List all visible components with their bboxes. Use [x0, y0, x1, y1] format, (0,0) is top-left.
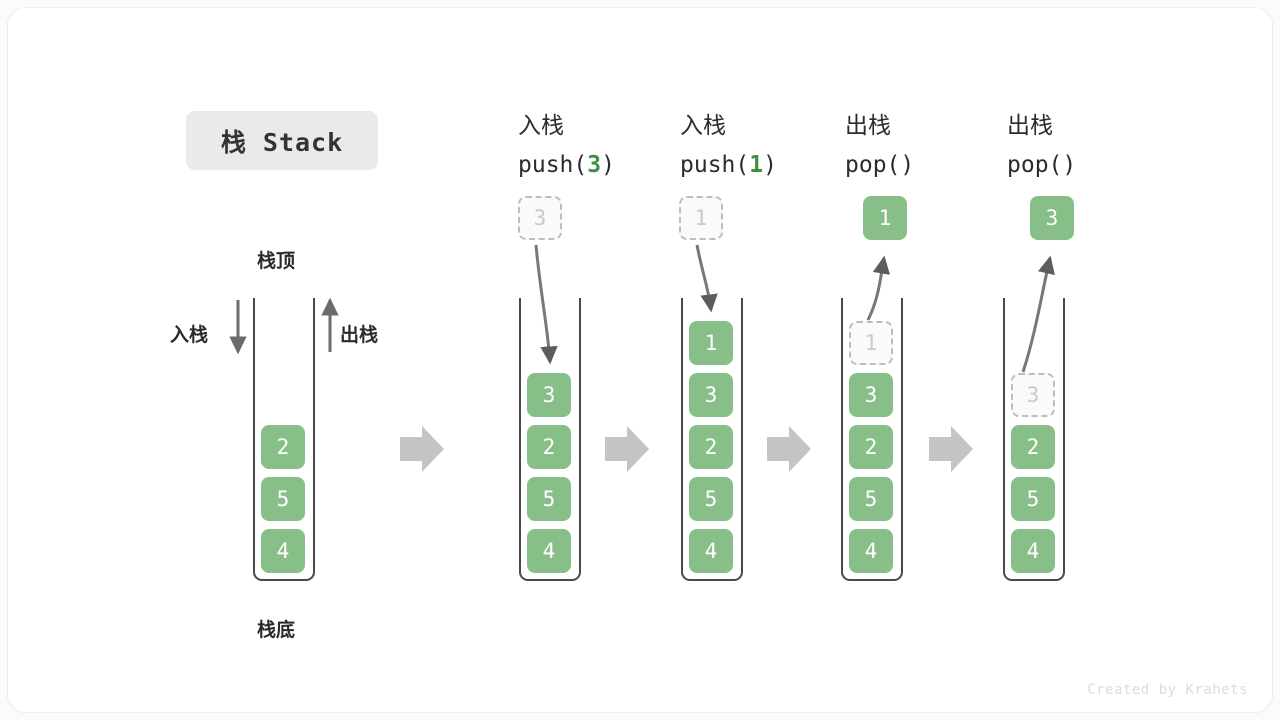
op-heading-cn: 入栈: [518, 112, 564, 138]
op-heading-push-3: 入栈 push(3): [518, 105, 615, 185]
op-heading-arg: 3: [587, 152, 602, 178]
op-heading-arg: 1: [749, 152, 764, 178]
op-heading-cn: 入栈: [680, 112, 726, 138]
op-heading-code: pop(): [1007, 152, 1077, 178]
stack-initial-cell-2: 4: [261, 529, 305, 573]
stack-pop-1: [841, 298, 903, 581]
op-heading-pop-3: 出栈 pop(): [1007, 105, 1076, 185]
stack-pop-1-cell-3: 5: [849, 477, 893, 521]
stack-push-3-cell-2: 5: [527, 477, 571, 521]
stack-pop-3-cell-2: 5: [1011, 477, 1055, 521]
label-stack-bottom: 栈底: [257, 620, 296, 641]
stack-pop-3: [1003, 298, 1065, 581]
op-heading-code: pop(): [845, 152, 915, 178]
title-badge: 栈 Stack: [186, 111, 378, 170]
op-heading-code: push(1): [680, 152, 777, 178]
label-pop-side: 出栈: [340, 325, 379, 346]
stack-pop-3-cell-0: 3: [1011, 373, 1055, 417]
stack-push-1-cell-3: 5: [689, 477, 733, 521]
op-heading-push-1: 入栈 push(1): [680, 105, 777, 185]
label-stack-top: 栈顶: [257, 251, 296, 272]
op-heading-code: push(3): [518, 152, 615, 178]
stack-push-1: [681, 298, 743, 581]
op-heading-cn: 出栈: [845, 112, 891, 138]
stack-pop-3-cell-1: 2: [1011, 425, 1055, 469]
stack-push-1-cell-4: 4: [689, 529, 733, 573]
float-cell-push-1: 1: [679, 196, 723, 240]
stack-push-3-cell-1: 2: [527, 425, 571, 469]
stack-pop-1-cell-2: 2: [849, 425, 893, 469]
stack-push-3-cell-3: 4: [527, 529, 571, 573]
stack-pop-3-cell-3: 4: [1011, 529, 1055, 573]
float-cell-push-3: 3: [518, 196, 562, 240]
footer-credit: Created by Krahets: [1087, 682, 1248, 698]
label-push-side: 入栈: [170, 325, 209, 346]
stack-initial-cell-0: 2: [261, 425, 305, 469]
stack-push-1-cell-2: 2: [689, 425, 733, 469]
stack-pop-1-cell-0: 1: [849, 321, 893, 365]
stack-push-1-cell-1: 3: [689, 373, 733, 417]
stack-push-3-cell-0: 3: [527, 373, 571, 417]
op-heading-pop-1: 出栈 pop(): [845, 105, 914, 185]
op-heading-cn: 出栈: [1007, 112, 1053, 138]
float-cell-pop-1: 1: [863, 196, 907, 240]
stack-pop-1-cell-1: 3: [849, 373, 893, 417]
stack-push-1-cell-0: 1: [689, 321, 733, 365]
stack-initial-cell-1: 5: [261, 477, 305, 521]
stack-initial: [253, 298, 315, 581]
float-cell-pop-3: 3: [1030, 196, 1074, 240]
stack-push-3: [519, 298, 581, 581]
stack-pop-1-cell-4: 4: [849, 529, 893, 573]
